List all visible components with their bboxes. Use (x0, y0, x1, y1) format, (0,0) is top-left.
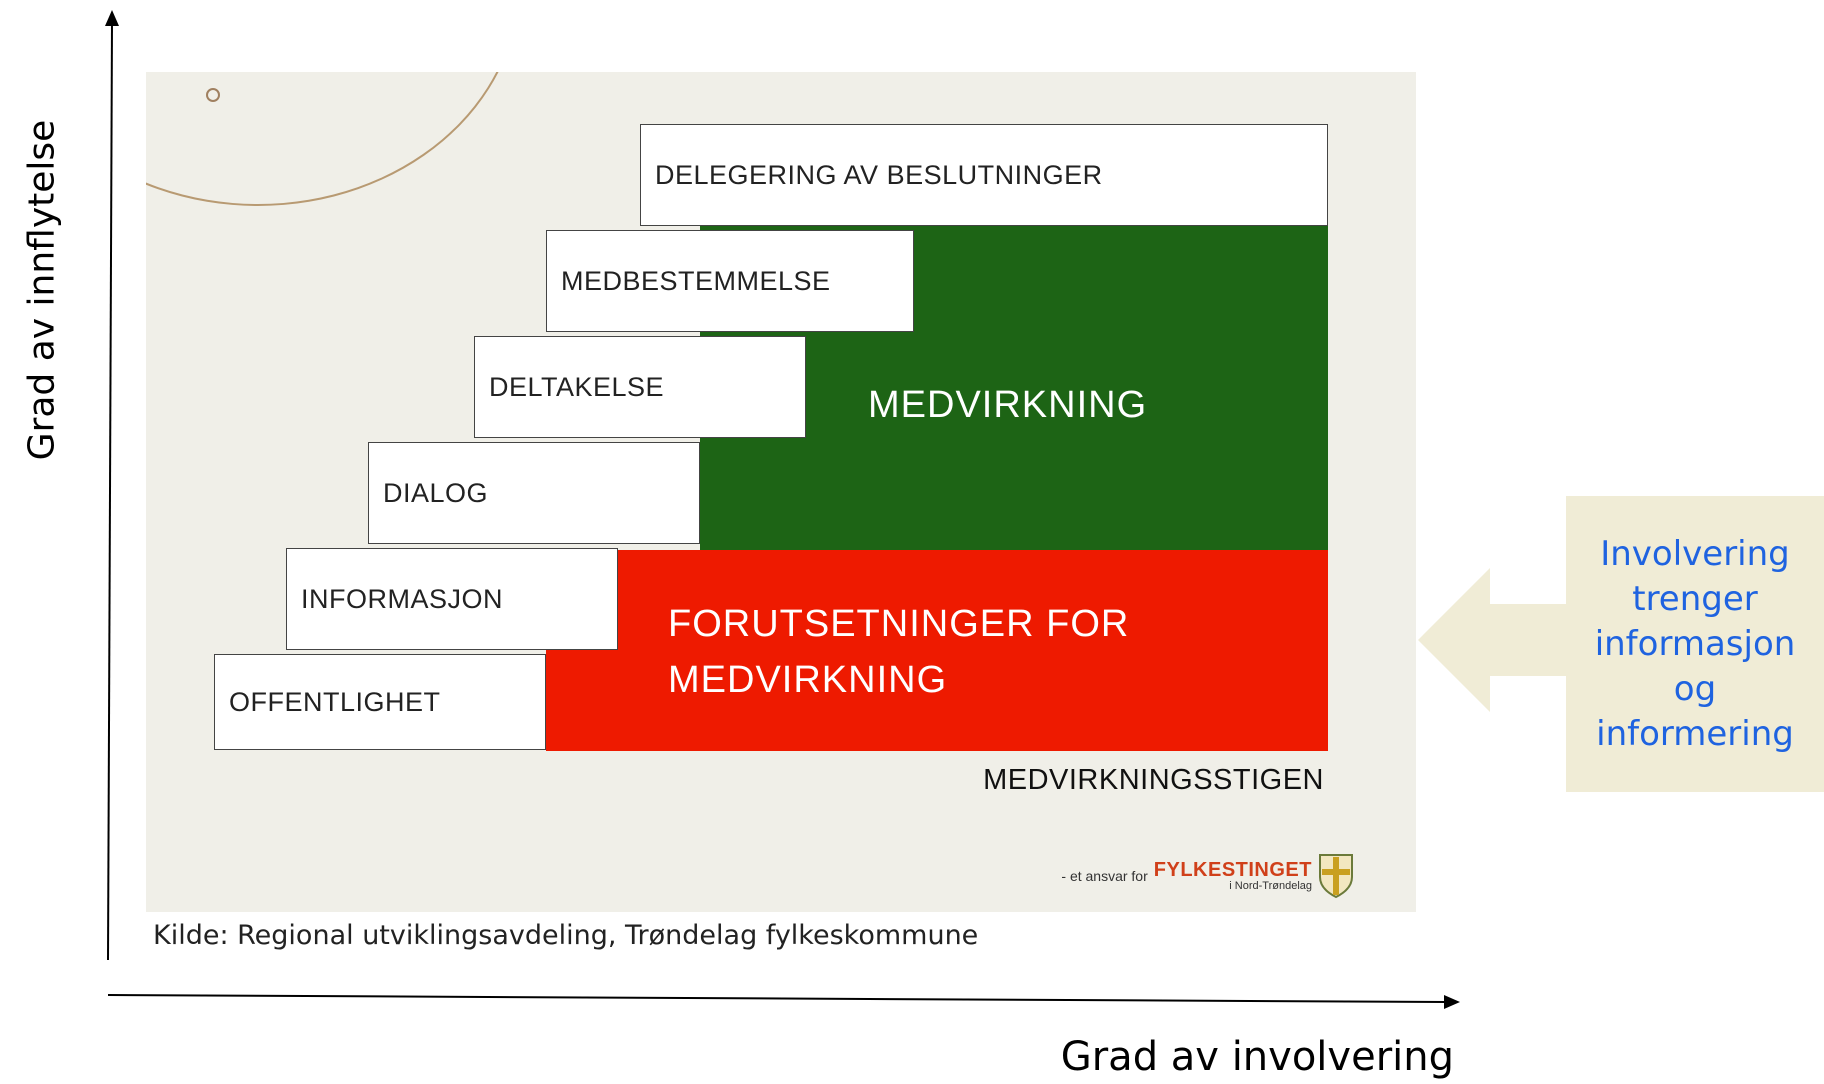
decorative-arc (146, 72, 520, 206)
left-arrow-icon (1418, 568, 1568, 712)
coat-of-arms-icon (1319, 854, 1353, 899)
step-dialog: DIALOG (368, 442, 700, 544)
credit-org-block: FYLKESTINGET i Nord-Trøndelag (1154, 860, 1312, 893)
y-axis-label: Grad av innflytelse (21, 119, 63, 461)
step-offentlighet: OFFENTLIGHET (214, 654, 546, 750)
medvirkning-label: MEDVIRKNING (868, 384, 1148, 426)
ladder-caption: MEDVIRKNINGSSTIGEN (983, 764, 1324, 796)
step-deltakelse: DELTAKELSE (474, 336, 806, 438)
prerequisites-label-line2: MEDVIRKNING (668, 659, 948, 701)
participation-ladder-image: DELEGERING AV BESLUTNINGER MEDBESTEMMELS… (146, 72, 1416, 912)
source-citation: Kilde: Regional utviklingsavdeling, Trøn… (153, 920, 979, 951)
prerequisites-label: FORUTSETNINGER FOR MEDVIRKNING (668, 596, 1129, 708)
step-delegering: DELEGERING AV BESLUTNINGER (640, 124, 1328, 226)
x-axis-arrowhead (1444, 995, 1460, 1009)
decorative-circle (206, 88, 220, 102)
x-axis-label: Grad av involvering (1060, 1034, 1454, 1080)
callout-box: Involvering trenger informasjon og infor… (1566, 496, 1824, 792)
prerequisites-block (546, 550, 1328, 751)
y-axis-line (107, 21, 113, 961)
y-axis-arrowhead (105, 10, 119, 26)
callout-text: Involvering trenger informasjon og infor… (1594, 533, 1796, 754)
credit-sub: i Nord-Trøndelag (1229, 879, 1312, 892)
credit-logo-line: - et ansvar for FYLKESTINGET i Nord-Trøn… (1061, 850, 1354, 902)
credit-org: FYLKESTINGET (1153, 858, 1312, 881)
credit-prefix: - et ansvar for (1061, 868, 1148, 884)
step-informasjon: INFORMASJON (286, 548, 618, 650)
prerequisites-label-line1: FORUTSETNINGER FOR (668, 603, 1130, 645)
x-axis-line (107, 994, 1447, 1003)
step-medbestemmelse: MEDBESTEMMELSE (546, 230, 914, 332)
